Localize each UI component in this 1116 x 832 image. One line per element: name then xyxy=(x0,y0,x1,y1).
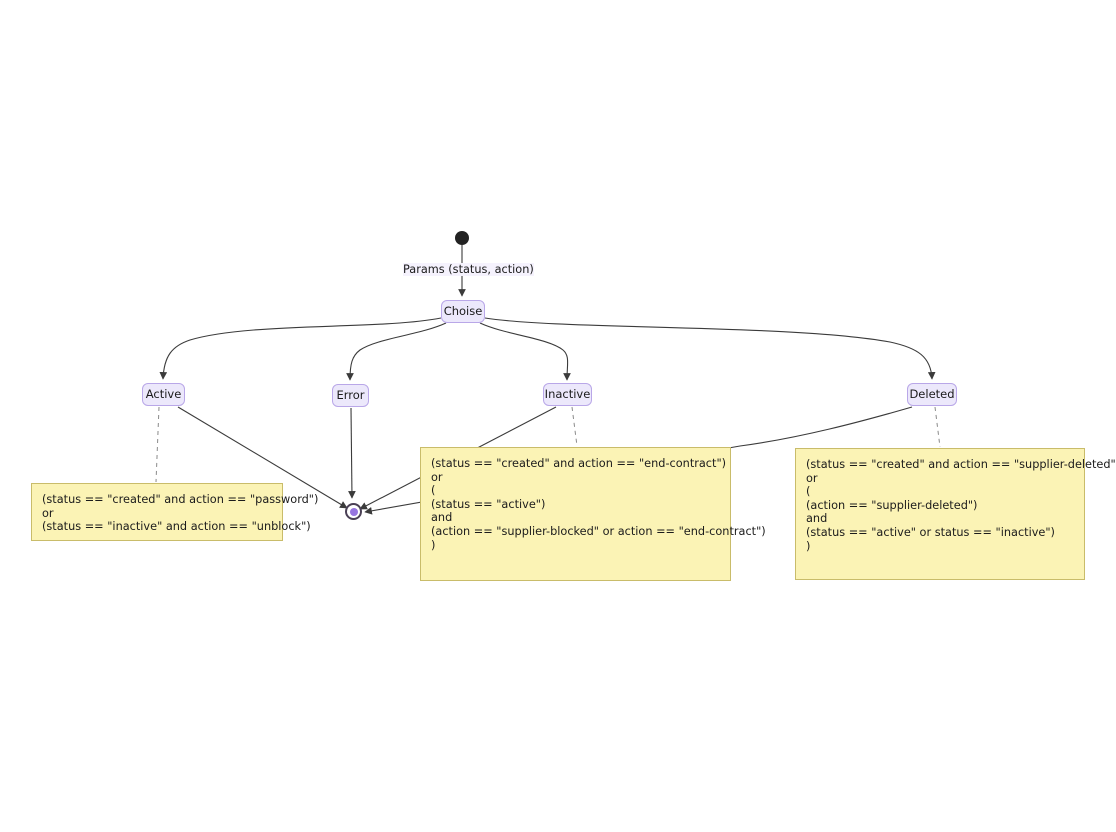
state-node-inactive-label: Inactive xyxy=(544,386,591,401)
final-state-dot xyxy=(349,507,358,516)
note-deleted: (status == "created" and action == "supp… xyxy=(795,448,1116,580)
edge-choise-to-error xyxy=(346,322,447,381)
edge-error-to-end xyxy=(348,407,356,499)
start-state-node[interactable] xyxy=(455,231,469,245)
state-node-error[interactable]: Error xyxy=(332,384,369,407)
edge-label-params: Params (status, action) xyxy=(403,263,534,276)
state-node-active[interactable]: Active xyxy=(142,383,185,406)
note-link-deleted xyxy=(934,406,941,448)
note-active: (status == "created" and action == "pass… xyxy=(31,483,318,541)
note-link-active xyxy=(155,406,160,483)
state-node-choise-label: Choise xyxy=(443,303,483,318)
state-node-error-label: Error xyxy=(336,387,365,402)
final-state-node[interactable] xyxy=(345,503,362,520)
edge-choise-to-active xyxy=(159,317,442,380)
edge-choise-to-deleted xyxy=(484,317,936,380)
note-inactive: (status == "created" and action == "end-… xyxy=(420,447,766,581)
state-node-inactive[interactable]: Inactive xyxy=(543,383,592,406)
state-node-choise[interactable]: Choise xyxy=(441,300,485,323)
state-node-active-label: Active xyxy=(145,386,182,401)
edge-choise-to-inactive xyxy=(479,322,571,381)
state-node-deleted-label: Deleted xyxy=(909,386,955,401)
state-node-deleted[interactable]: Deleted xyxy=(907,383,957,406)
note-link-inactive xyxy=(571,406,578,447)
